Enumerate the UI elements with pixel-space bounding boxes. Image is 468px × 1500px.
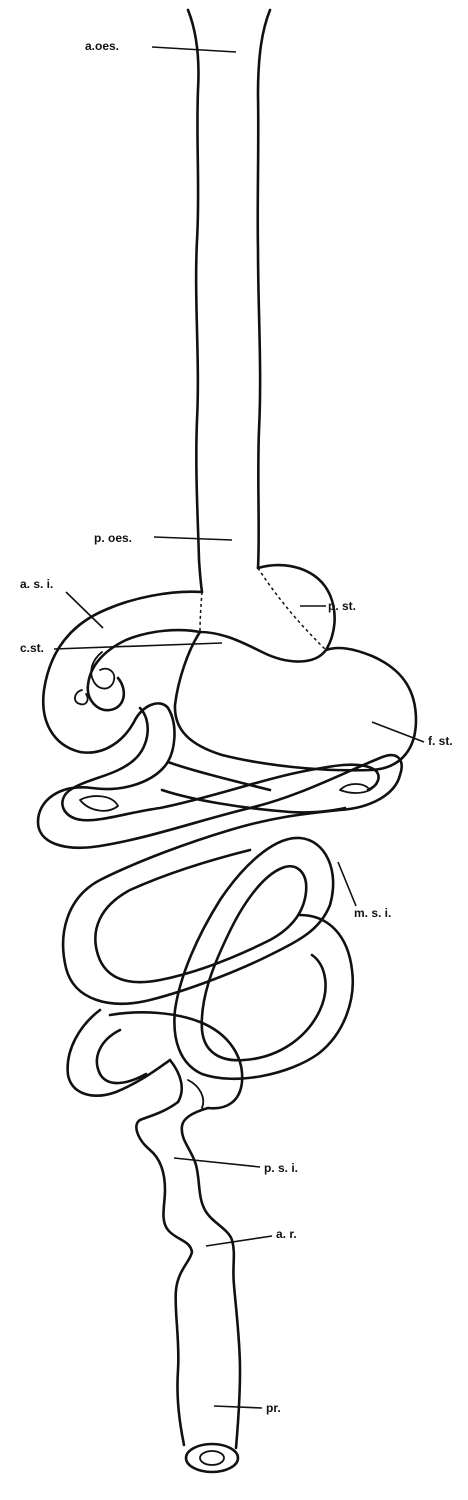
label-p-st: p. st. — [300, 599, 356, 613]
label-a-oes-text: a.oes. — [85, 39, 119, 53]
label-p-s-i: p. s. i. — [173, 1157, 298, 1175]
leader-p-oes — [153, 536, 233, 541]
label-a-r-text: a. r. — [276, 1227, 297, 1241]
label-p-st-text: p. st. — [328, 599, 356, 613]
label-p-oes-text: p. oes. — [94, 531, 132, 545]
leader-m-s-i — [337, 861, 357, 907]
label-m-s-i: m. s. i. — [337, 861, 391, 920]
label-a-r: a. r. — [205, 1227, 297, 1247]
label-c-st: c.st. — [20, 641, 223, 655]
label-a-oes: a.oes. — [85, 39, 237, 53]
label-pr-text: pr. — [266, 1401, 281, 1415]
label-p-oes: p. oes. — [94, 531, 233, 545]
label-a-s-i: a. s. i. — [20, 577, 104, 629]
leader-pr — [213, 1405, 263, 1409]
leader-a-oes — [151, 46, 237, 53]
coiled-intestine — [61, 828, 355, 1110]
label-m-s-i-text: m. s. i. — [354, 906, 391, 920]
stomach — [173, 563, 418, 772]
label-a-s-i-text: a. s. i. — [20, 577, 53, 591]
label-f-st: f. st. — [371, 721, 453, 748]
label-c-st-text: c.st. — [20, 641, 44, 655]
posterior-intestine-and-rectum — [135, 1100, 242, 1474]
label-pr: pr. — [213, 1401, 281, 1415]
anterior-small-intestine — [41, 590, 204, 754]
leader-c-st — [53, 642, 223, 650]
leader-a-r — [205, 1235, 273, 1247]
middle-small-intestine — [36, 706, 403, 850]
oesophagus — [186, 8, 272, 594]
leader-f-st — [371, 721, 425, 743]
leader-a-s-i — [65, 591, 104, 629]
label-f-st-text: f. st. — [428, 734, 453, 748]
label-p-s-i-text: p. s. i. — [264, 1161, 298, 1175]
leader-p-s-i — [173, 1157, 261, 1168]
